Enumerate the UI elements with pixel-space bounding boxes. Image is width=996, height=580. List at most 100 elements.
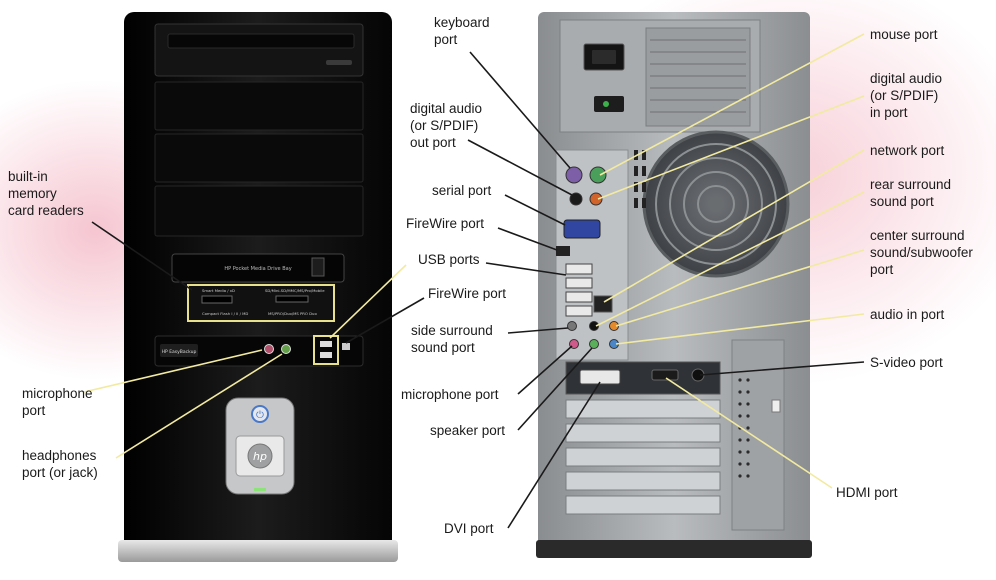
pocket-media-drive-label: HP Pocket Media Drive Bay <box>224 266 291 272</box>
front-usb-port-2 <box>320 352 332 358</box>
spdif-in-port <box>589 192 603 206</box>
line-dvi <box>507 381 601 529</box>
spdif-out-port <box>569 192 583 206</box>
label-network-port: network port <box>870 143 945 158</box>
dvi-connector <box>579 369 621 385</box>
power-connector-pins <box>592 50 616 64</box>
label-side-surround: side surround sound port <box>411 323 493 355</box>
label-keyboard-port: keyboard port <box>434 15 490 47</box>
back-usb-port-4 <box>565 305 593 317</box>
label-speaker-port: speaker port <box>430 423 506 438</box>
label-microphone-port-front: microphone port <box>22 386 93 418</box>
card-slot-1 <box>201 295 233 304</box>
line-mouse-port <box>599 33 865 176</box>
line-svideo <box>699 361 865 376</box>
padlock-loop <box>771 399 781 413</box>
label-firewire-port-back: FireWire port <box>406 216 485 231</box>
label-digital-audio-in: digital audio (or S/PDIF) in port <box>870 71 943 120</box>
front-usb-highlight <box>313 335 339 365</box>
voltage-led <box>603 101 609 107</box>
card-reader-text-1: Smart Media / xD <box>202 288 235 293</box>
back-tower <box>536 12 812 558</box>
line-keyboard-port <box>469 51 571 169</box>
drive-bay-3 <box>154 185 364 237</box>
card-slot-2 <box>275 295 309 303</box>
ps2-keyboard-port <box>565 166 583 184</box>
fan-grille <box>655 143 777 265</box>
drive-bay-2 <box>154 133 364 183</box>
rear-surround-jack <box>589 321 599 331</box>
pocket-media-drive-bay <box>171 253 345 283</box>
label-usb-ports: USB ports <box>418 252 480 267</box>
line-memory-card-readers <box>91 221 193 291</box>
eject-button <box>326 60 352 65</box>
line-firewire-front <box>345 297 425 344</box>
psu-vent-grille <box>650 39 746 113</box>
power-icon: ⏻ <box>256 410 264 421</box>
serial-port-connector <box>563 219 601 239</box>
label-audio-in-port: audio in port <box>870 307 945 322</box>
back-usb-port-1 <box>565 263 593 275</box>
hp-logo-text: hp <box>253 450 267 463</box>
label-memory-card-readers: built-in memory card readers <box>8 169 84 218</box>
card-reader-text-2: SD/Mini-SD/MMC/MS/Pro/Mobile <box>265 288 325 293</box>
line-microphone-back <box>517 345 573 395</box>
line-rear-surround <box>595 191 865 327</box>
optical-drive-tray <box>167 33 355 49</box>
label-serial-port: serial port <box>432 183 492 198</box>
label-headphones-port: headphones port (or jack) <box>22 448 98 480</box>
ps2-mouse-port <box>589 166 607 184</box>
back-base <box>536 540 812 558</box>
back-usb-port-3 <box>565 291 593 303</box>
label-hdmi-port: HDMI port <box>836 485 898 500</box>
power-led <box>254 488 266 491</box>
front-base <box>118 540 398 562</box>
speaker-jack <box>589 339 599 349</box>
line-speaker <box>517 347 593 431</box>
drive-bay-1 <box>154 81 364 131</box>
label-svideo-port: S-video port <box>870 355 943 370</box>
back-firewire-connector <box>556 246 570 256</box>
label-digital-audio-out: digital audio (or S/PDIF) out port <box>410 101 483 150</box>
easy-backup-label: HP EasyBackup <box>162 349 197 355</box>
line-firewire-back <box>497 227 558 251</box>
label-mouse-port: mouse port <box>870 27 938 42</box>
easy-backup-button <box>160 344 198 357</box>
front-usb-port-1 <box>320 341 332 347</box>
card-reader-text-3: Compact Flash I / II / MD <box>202 311 248 316</box>
line-digital-audio-in <box>597 95 865 200</box>
line-front-microphone <box>83 349 263 393</box>
line-audio-in <box>615 313 865 345</box>
line-center-surround <box>615 249 865 327</box>
power-button <box>251 405 269 423</box>
line-network-port <box>603 149 865 303</box>
line-hdmi <box>665 377 833 489</box>
callout-lines <box>83 33 865 529</box>
front-headphone-jack <box>281 344 291 354</box>
label-rear-surround: rear surround sound port <box>870 177 952 209</box>
hdmi-connector <box>651 369 679 381</box>
back-usb-port-2 <box>565 277 593 289</box>
expansion-slot-covers <box>565 399 721 515</box>
hp-logo-icon <box>247 443 273 469</box>
line-side-surround <box>507 327 569 334</box>
line-headphones <box>115 353 283 459</box>
label-center-surround: center surround sound/subwoofer port <box>870 228 973 277</box>
line-usb-front <box>329 264 407 339</box>
pocket-drive-button <box>311 257 325 277</box>
label-dvi-port: DVI port <box>444 521 494 536</box>
front-firewire-port <box>342 343 350 350</box>
label-firewire-port-front: FireWire port <box>428 286 507 301</box>
side-vent-dots <box>738 378 750 478</box>
card-reader-text-4: MS/PRO/Duo/MS PRO Duo <box>268 311 317 316</box>
psu-vent-area <box>645 27 751 127</box>
fan-hub <box>708 196 724 212</box>
line-serial-port <box>504 194 566 226</box>
line-digital-audio-out <box>467 139 573 196</box>
line-usb-back <box>485 262 567 276</box>
side-surround-jack <box>567 321 577 331</box>
label-microphone-port-back: microphone port <box>401 387 499 402</box>
front-microphone-jack <box>264 344 274 354</box>
